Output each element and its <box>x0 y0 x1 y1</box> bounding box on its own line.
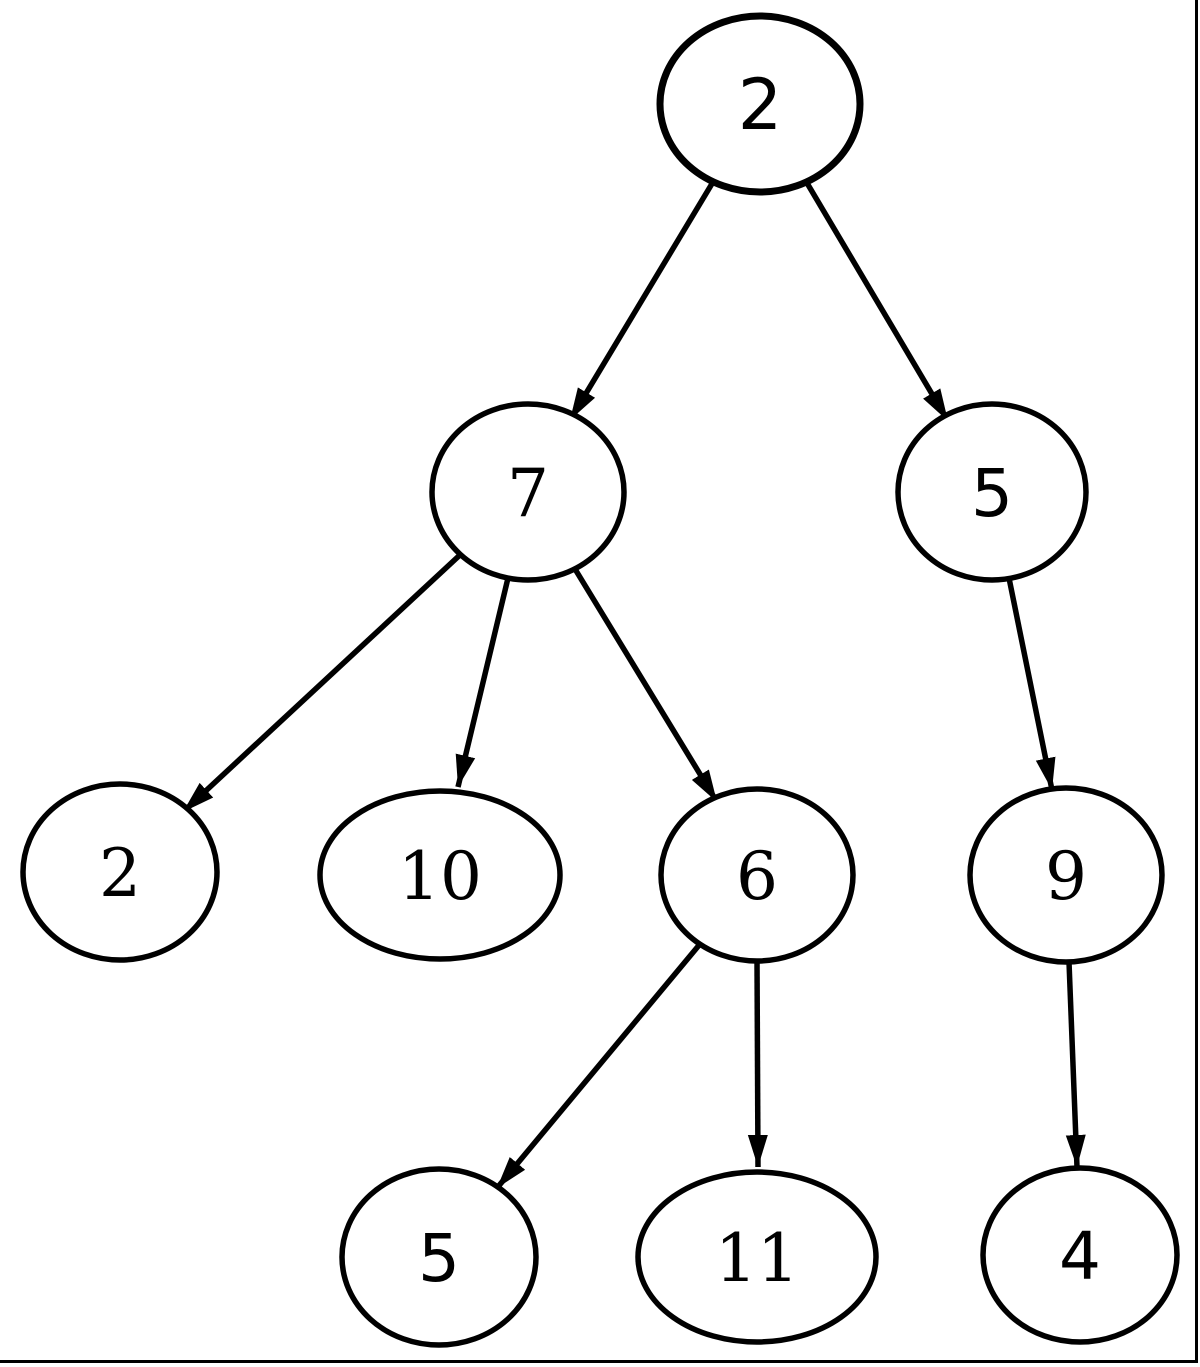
node-5-right-circle <box>895 401 1089 583</box>
node-4: 4 <box>980 1165 1180 1345</box>
edge-5-to-9 <box>1006 577 1056 791</box>
edge-root2-to-7 <box>567 180 716 422</box>
node-5-right: 5 <box>895 401 1089 583</box>
edge-7-to-10 <box>455 577 511 788</box>
node-5-bottom-circle <box>339 1166 539 1348</box>
node-9: 9 <box>967 785 1165 965</box>
node-6: 6 <box>658 786 856 964</box>
node-7: 7 <box>429 401 627 583</box>
edge-7-to-6 <box>572 567 720 804</box>
node-4-circle <box>980 1165 1180 1345</box>
node-root-2-label: 2 <box>738 64 783 146</box>
node-11: 11 <box>635 1169 879 1345</box>
edge-root2-to-5 <box>804 181 951 423</box>
node-4-label: 4 <box>1059 1218 1101 1295</box>
edge-6-to-5 <box>494 942 703 1190</box>
node-root-2: 2 <box>656 12 864 196</box>
node-2-left: 2 <box>20 781 220 963</box>
node-7-circle <box>429 401 627 583</box>
edge-7-to-2 <box>181 551 463 815</box>
node-11-circle <box>635 1169 879 1345</box>
node-2-left-circle <box>20 781 220 963</box>
edge-group <box>181 180 1086 1190</box>
node-5-right-label: 5 <box>971 455 1013 532</box>
node-group: 2 7 5 2 10 6 <box>20 12 1180 1348</box>
node-5-bottom: 5 <box>339 1166 539 1348</box>
node-6-label: 6 <box>736 838 778 915</box>
node-9-circle <box>967 785 1165 965</box>
node-10-label: 10 <box>398 838 482 915</box>
node-7-label: 7 <box>507 455 549 532</box>
edge-9-to-4 <box>1065 961 1086 1168</box>
node-5-bottom-label: 5 <box>418 1220 460 1297</box>
node-10: 10 <box>317 788 563 962</box>
node-10-circle <box>317 788 563 962</box>
node-11-label: 11 <box>715 1220 799 1297</box>
node-9-label: 9 <box>1045 838 1087 915</box>
edge-6-to-11 <box>747 959 768 1168</box>
node-2-left-label: 2 <box>99 835 141 912</box>
node-root-2-circle <box>656 12 864 196</box>
node-6-circle <box>658 786 856 964</box>
